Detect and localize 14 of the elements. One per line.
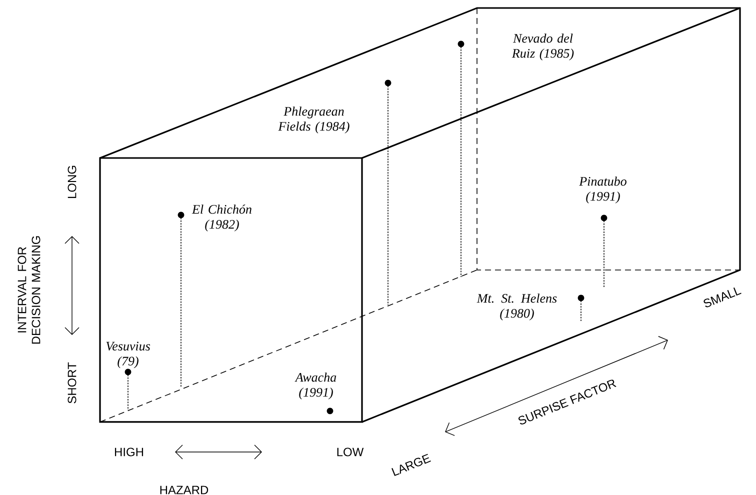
volcano-label: Mt. St. Helens (1980) [476,294,557,320]
axis-label: LONG [68,166,76,198]
volcano-label: Vesuvius (79) [106,342,150,368]
axis-label: SMALL [704,288,742,308]
axis-label: SHORT [68,362,76,404]
axis-label: INTERVAL FOR DECISION MAKING [18,236,40,344]
axis-label: LOW [337,448,364,456]
volcano-label: Nevado del Ruiz (1985) [512,34,574,60]
axis-label: HIGH [115,448,144,456]
volcano-label: Awacha (1991) [294,372,336,400]
volcano-label: El Chichón (1982) [192,204,252,232]
volcano-label: Pinatubo (1991) [579,176,626,204]
volcano-label: Phlegraean Fields (1984) [278,106,350,134]
axis-label: HAZARD [160,486,208,494]
